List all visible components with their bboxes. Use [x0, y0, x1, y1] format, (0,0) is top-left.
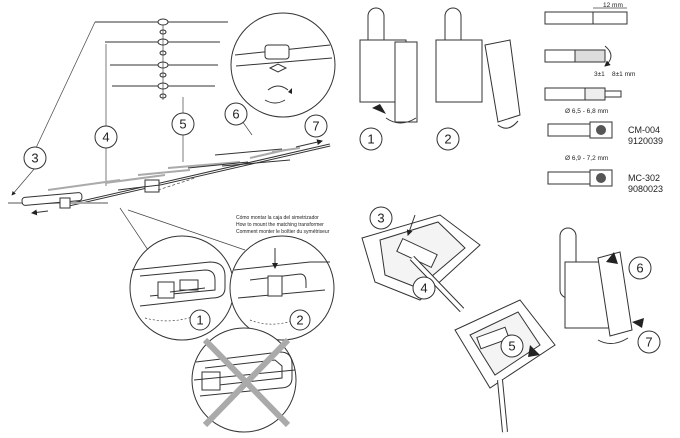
- callout-6: 6: [224, 102, 248, 126]
- svg-text:4: 4: [420, 281, 427, 296]
- svg-text:1: 1: [367, 132, 374, 147]
- box-step-1: 1: [359, 7, 418, 151]
- svg-text:Cómo montar la caja del simetr: Cómo montar la caja del simetrizador: [236, 215, 319, 221]
- svg-text:2: 2: [444, 132, 451, 147]
- antenna-assembly: [8, 18, 331, 216]
- svg-text:2: 2: [296, 313, 303, 328]
- svg-text:6: 6: [636, 261, 643, 276]
- callout-7: 7: [304, 114, 328, 138]
- svg-text:7: 7: [312, 119, 319, 134]
- callout-3: 3: [23, 146, 47, 170]
- wingnut-detail: [230, 12, 336, 118]
- svg-text:9120039: 9120039: [628, 136, 663, 146]
- svg-text:How to mount the matching tran: How to mount the matching transformer: [236, 222, 324, 228]
- svg-text:1: 1: [196, 313, 203, 328]
- svg-text:Ø 6,5 - 6,8 mm: Ø 6,5 - 6,8 mm: [565, 108, 608, 115]
- element-clamp: [157, 18, 169, 100]
- callout-4: 4: [94, 125, 118, 149]
- mount-detail-2: 2: [229, 235, 335, 341]
- box-closing-assembly: 5: [454, 299, 556, 433]
- box-final-closing: 6 7: [559, 227, 661, 354]
- callout-5: 5: [171, 112, 195, 136]
- svg-text:Comment monter le boîtier du s: Comment monter le boîtier du symétriseur: [236, 229, 330, 235]
- svg-text:3±1: 3±1: [594, 71, 605, 78]
- box-open-assembly: 3 4: [361, 206, 481, 313]
- svg-text:8±1 mm: 8±1 mm: [612, 71, 635, 78]
- wrong-cross-icon: [202, 337, 291, 428]
- svg-text:3: 3: [31, 151, 38, 166]
- box-step-2: 2: [435, 7, 521, 151]
- cable-preparation: 12 mm 3±1 8±1 mm Ø 6,5 - 6,8 mm CM-004 9…: [544, 2, 663, 194]
- svg-text:4: 4: [102, 130, 109, 145]
- svg-text:7: 7: [645, 335, 652, 350]
- matching-transformer-note: Cómo montar la caja del simetrizador How…: [236, 215, 330, 235]
- svg-text:5: 5: [179, 117, 186, 132]
- svg-text:12 mm: 12 mm: [603, 2, 623, 9]
- svg-text:CM-004: CM-004: [628, 125, 660, 135]
- svg-text:3: 3: [377, 211, 384, 226]
- svg-text:6: 6: [232, 107, 239, 122]
- svg-text:Ø 6,9 - 7,2 mm: Ø 6,9 - 7,2 mm: [565, 155, 608, 162]
- svg-text:MC-302: MC-302: [628, 173, 660, 183]
- svg-text:9080023: 9080023: [628, 184, 663, 194]
- svg-text:5: 5: [508, 339, 515, 354]
- mount-detail-1: 1: [129, 235, 235, 341]
